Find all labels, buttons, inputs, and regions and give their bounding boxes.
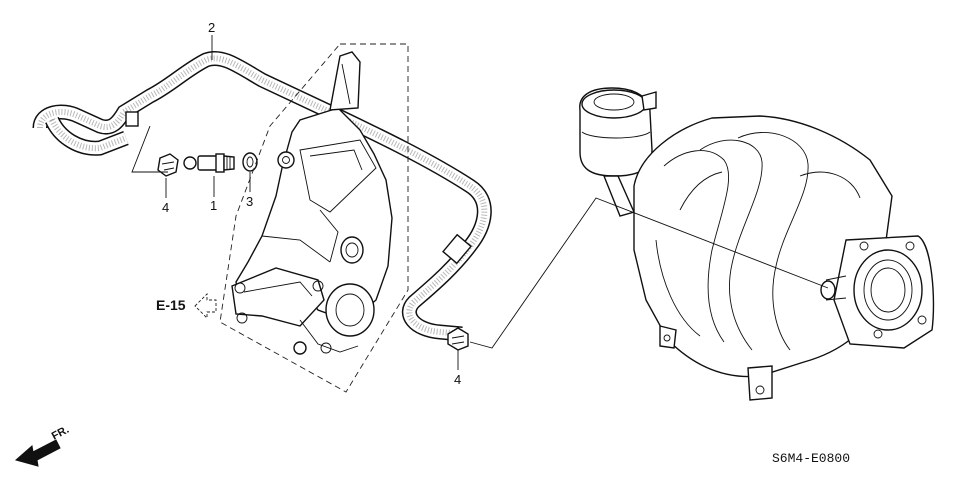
pcv-valve xyxy=(183,153,235,173)
diagram-code: S6M4-E0800 xyxy=(772,451,850,466)
hose-clip-left xyxy=(157,153,179,177)
front-label: FR. xyxy=(50,424,71,443)
front-direction: FR. xyxy=(14,424,71,467)
reference-arrow-icon xyxy=(194,292,217,320)
callout-pcv-valve: 1 xyxy=(210,198,217,213)
section-reference-label[interactable]: E-15 xyxy=(156,297,186,313)
front-arrow-icon xyxy=(14,439,61,467)
callout-breather-hose: 2 xyxy=(208,20,215,35)
callout-o-ring: 3 xyxy=(246,194,253,209)
callout-clip-left: 4 xyxy=(162,200,169,215)
cover-bracket xyxy=(219,43,409,393)
hose-clip-right xyxy=(447,327,469,351)
intake-manifold xyxy=(579,87,935,401)
o-ring xyxy=(242,152,258,172)
leader-lines xyxy=(131,35,829,370)
callout-clip-right: 4 xyxy=(454,372,461,387)
section-reference[interactable]: E-15 xyxy=(156,292,217,320)
